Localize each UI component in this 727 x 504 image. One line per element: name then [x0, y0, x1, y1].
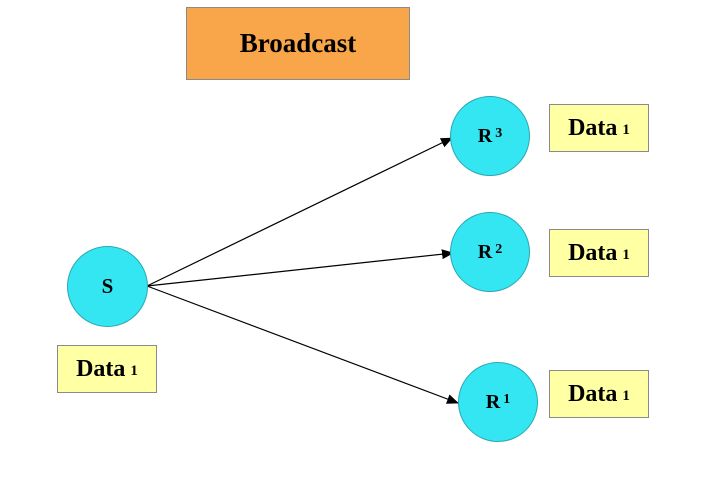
- arrow-s-to-r1: [146, 285, 459, 404]
- receiver-r1-data-subscript: 1: [622, 387, 630, 404]
- receiver-r2-label: R: [477, 240, 493, 263]
- receiver-r1-subscript: 1: [503, 392, 511, 407]
- arrow-s-to-r2: [146, 249, 454, 287]
- receiver-r1-data-label: Data: [568, 380, 618, 407]
- sender-data-box: Data 1: [57, 345, 157, 393]
- receiver-r2-data-subscript: 1: [622, 246, 630, 263]
- receiver-node-r1: R 1: [458, 362, 538, 442]
- receiver-r3-label: R: [477, 124, 493, 147]
- sender-node: S: [67, 246, 148, 327]
- receiver-r1-label: R: [485, 390, 501, 413]
- receiver-r1-data-box: Data 1: [549, 370, 649, 418]
- receiver-node-r2: R 2: [450, 212, 530, 292]
- title-box: Broadcast: [186, 7, 410, 80]
- receiver-r3-subscript: 3: [495, 126, 503, 141]
- receiver-r2-subscript: 2: [495, 242, 503, 257]
- receiver-r3-data-label: Data: [568, 114, 618, 141]
- receiver-r2-data-label: Data: [568, 239, 618, 266]
- sender-data-subscript: 1: [130, 362, 138, 379]
- receiver-node-r3: R 3: [450, 96, 530, 176]
- arrow-s-to-r3: [146, 137, 453, 287]
- receiver-r3-data-subscript: 1: [622, 121, 630, 138]
- sender-data-label: Data: [76, 355, 126, 382]
- sender-label: S: [101, 274, 114, 298]
- receiver-r2-data-box: Data 1: [549, 229, 649, 277]
- receiver-r3-data-box: Data 1: [549, 104, 649, 152]
- diagram-title: Broadcast: [239, 28, 357, 58]
